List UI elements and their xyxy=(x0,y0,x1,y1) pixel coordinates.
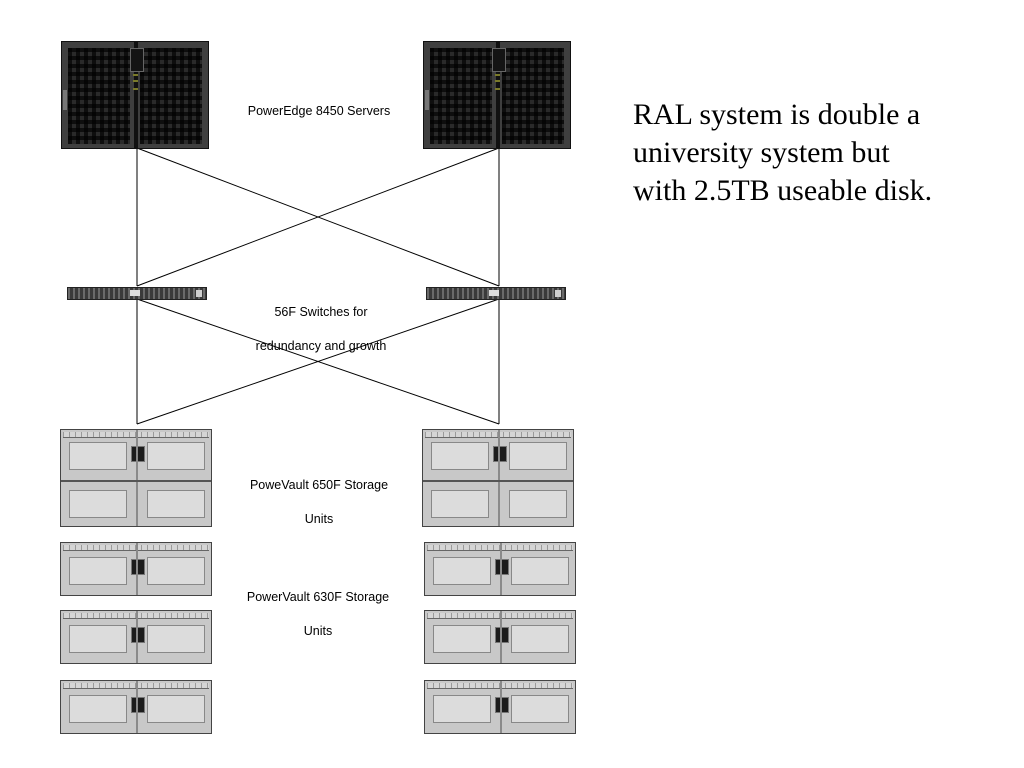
ral-note-line-2: university system but xyxy=(633,136,890,169)
storage-630f-right-1 xyxy=(424,542,576,596)
storage-650f-left xyxy=(60,429,212,527)
storage-630f-label: PowerVault 630F Storage Units xyxy=(222,572,414,657)
switches-label-line-2: redundancy and growth xyxy=(255,339,387,353)
link-switch-right-to-storage-left xyxy=(136,298,500,425)
ral-note-line-3: with 2.5TB useable disk. xyxy=(633,174,933,207)
switches-label-line-1: 56F Switches for xyxy=(274,305,368,319)
link-server-right-to-switch-left xyxy=(136,147,500,287)
storage-650f-label: PoweVault 650F Storage Units xyxy=(224,460,414,545)
ral-note: RAL system is double a university system… xyxy=(633,96,1013,210)
server-right xyxy=(423,41,571,149)
storage-630f-left-1 xyxy=(60,542,212,596)
ral-note-line-1: RAL system is double a xyxy=(633,98,921,131)
switch-left xyxy=(67,287,207,300)
storage-630f-left-3 xyxy=(60,680,212,734)
storage-650f-label-line-2: Units xyxy=(304,512,334,526)
switch-right xyxy=(426,287,566,300)
storage-630f-label-line-1: PowerVault 630F Storage xyxy=(246,590,390,604)
switches-label: 56F Switches for redundancy and growth xyxy=(226,287,416,372)
servers-label: PowerEdge 8450 Servers xyxy=(222,86,416,137)
storage-630f-right-2 xyxy=(424,610,576,664)
server-left xyxy=(61,41,209,149)
storage-630f-label-line-2: Units xyxy=(303,624,333,638)
storage-630f-left-2 xyxy=(60,610,212,664)
storage-650f-right xyxy=(422,429,574,527)
servers-label-text: PowerEdge 8450 Servers xyxy=(247,104,391,118)
storage-650f-label-line-1: PoweVault 650F Storage xyxy=(249,478,389,492)
storage-630f-right-3 xyxy=(424,680,576,734)
